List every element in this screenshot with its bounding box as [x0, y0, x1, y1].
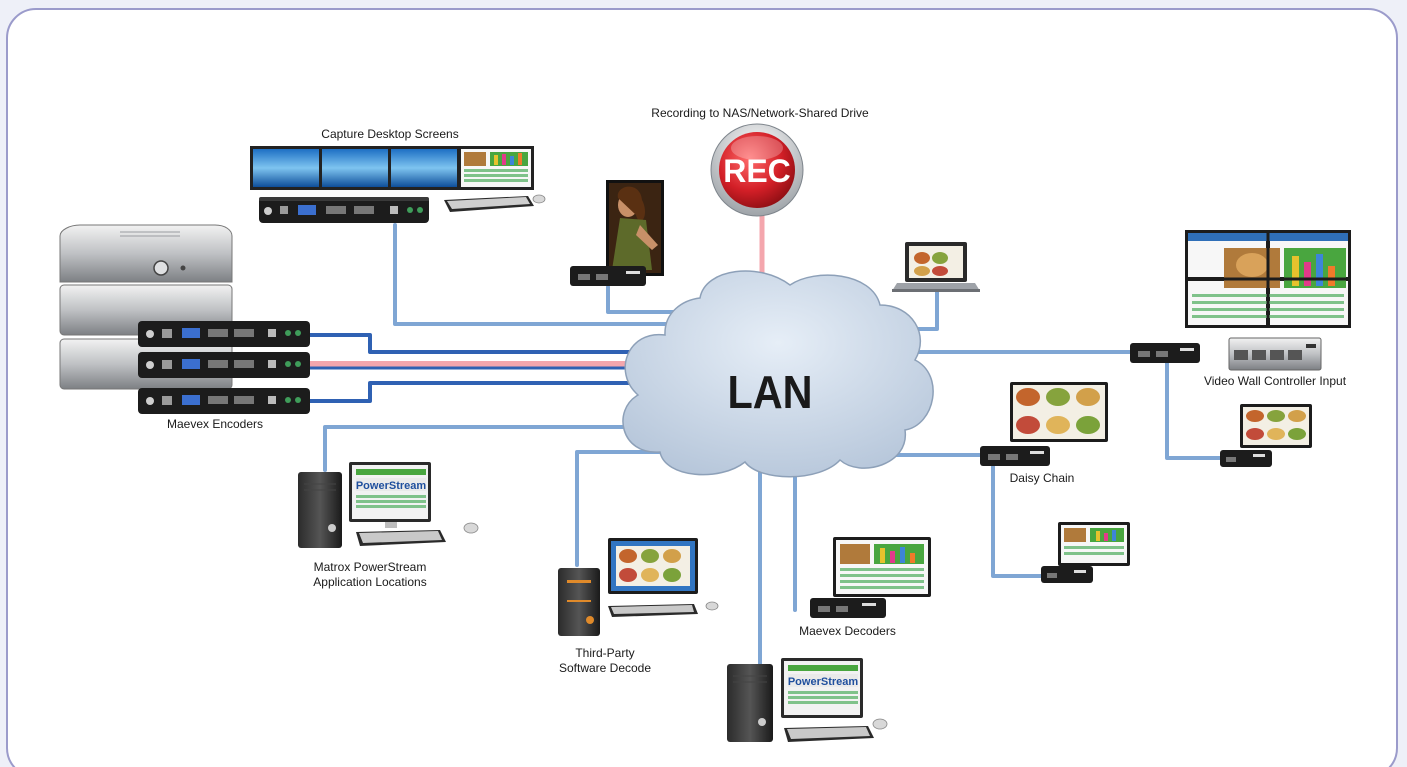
- lan-label: LAN: [727, 367, 812, 419]
- decoder-unit: [810, 598, 886, 618]
- laptop: [892, 242, 980, 292]
- powerstream-workstation-1: PowerStream: [298, 462, 479, 548]
- encoder-unit-2: [138, 352, 310, 378]
- encoder-unit-1: [138, 321, 310, 347]
- rec-button: REC: [710, 123, 804, 217]
- link-videowall-2: [1165, 358, 1224, 460]
- label-third-party-line1: Third-Party: [575, 646, 635, 660]
- label-third-party: Third-Party Software Decode: [540, 646, 670, 676]
- daisy-display-2: [1058, 522, 1130, 566]
- portrait-display: [606, 180, 664, 276]
- rec-label: REC: [723, 153, 791, 189]
- link-powerstream-1: [323, 425, 667, 472]
- label-video-wall: Video Wall Controller Input: [1203, 374, 1347, 388]
- daisy-display-1: [1010, 382, 1108, 442]
- capture-encoder: [259, 197, 429, 223]
- portrait-decoder: [570, 266, 646, 286]
- videowall-controller: [1228, 337, 1322, 371]
- encoder-unit-3: [138, 388, 310, 414]
- videowall-extra-decoder: [1220, 450, 1272, 467]
- powerstream-logo-1: PowerStream: [356, 480, 427, 492]
- videowall-decoder: [1130, 343, 1200, 363]
- video-wall: [1185, 230, 1351, 328]
- label-powerstream-locations: Matrox PowerStream Application Locations: [290, 560, 450, 590]
- label-daisy-chain: Daisy Chain: [1009, 471, 1075, 485]
- encoder-units: [138, 321, 310, 414]
- lan-cloud: LAN: [622, 270, 934, 478]
- third-party-workstation: [558, 538, 719, 636]
- link-capture: [393, 223, 702, 326]
- daisy-decoder-1: [980, 446, 1050, 466]
- label-capture: Capture Desktop Screens: [321, 127, 459, 141]
- label-decoders: Maevex Decoders: [799, 624, 896, 638]
- daisy-decoder-2: [1041, 566, 1093, 583]
- capture-keyboard: [444, 194, 546, 212]
- label-third-party-line2: Software Decode: [558, 661, 652, 675]
- powerstream-logo-2: PowerStream: [788, 676, 859, 688]
- label-powerstream-line2: Application Locations: [313, 575, 427, 589]
- link-daisy-2: [991, 463, 1047, 578]
- encoder-server-stack: [59, 224, 233, 390]
- link-encoder-1: [308, 333, 652, 354]
- powerstream-workstation-2: PowerStream: [727, 658, 888, 742]
- decoder-display: [833, 537, 931, 597]
- label-encoders: Maevex Encoders: [166, 417, 264, 431]
- link-encoder-3: [308, 381, 652, 403]
- capture-monitors: [250, 146, 534, 190]
- label-recording: Recording to NAS/Network-Shared Drive: [651, 106, 869, 120]
- videowall-extra-display: [1240, 404, 1312, 448]
- label-powerstream-line1: Matrox PowerStream: [313, 560, 427, 574]
